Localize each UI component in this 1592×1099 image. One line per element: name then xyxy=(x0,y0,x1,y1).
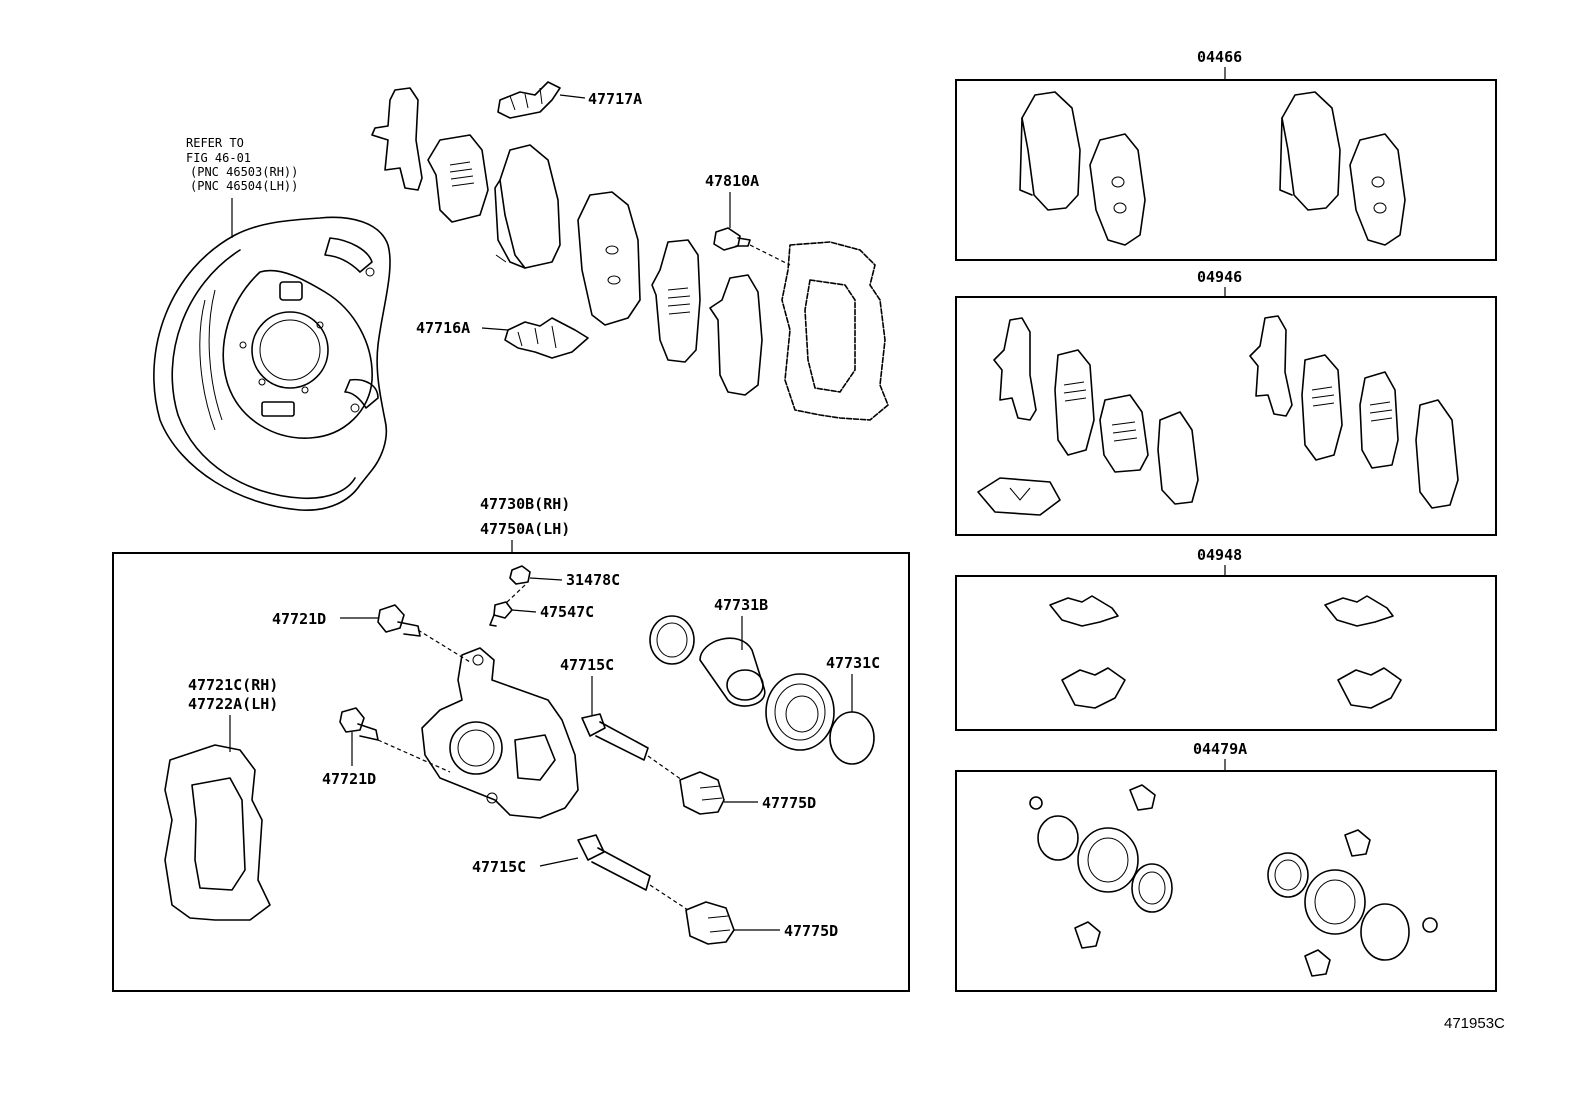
leader-47717A xyxy=(559,94,586,99)
label-47715C-lower: 47715C xyxy=(472,858,526,876)
pad-shim-right xyxy=(651,239,701,363)
figure-code: 471953C xyxy=(1444,1015,1505,1032)
label-47750A: 47750A(LH) xyxy=(480,520,570,538)
refer-note-line4: (PNC 46504(LH)) xyxy=(190,179,298,193)
kit-04466-pads xyxy=(1019,91,1406,246)
label-47715C-upper: 47715C xyxy=(560,656,614,674)
kit-box-04479A xyxy=(955,770,1497,992)
label-47731C: 47731C xyxy=(826,654,880,672)
label-47716A: 47716A xyxy=(416,319,470,337)
cylinder-boot xyxy=(765,673,835,751)
kit-box-04946 xyxy=(955,296,1497,536)
pin-line-lower xyxy=(649,884,689,911)
label-47717A: 47717A xyxy=(588,90,642,108)
kit-box-04948 xyxy=(955,575,1497,731)
caliper-body xyxy=(421,647,579,819)
caliper-bolt-upper xyxy=(377,604,421,637)
bolt-guide-line xyxy=(749,244,791,266)
refer-note-line3: (PNC 46503(RH)) xyxy=(190,165,298,179)
label-47775D-upper: 47775D xyxy=(762,794,816,812)
label-47810A: 47810A xyxy=(705,172,759,190)
kit-code-04479A: 04479A xyxy=(1193,740,1247,758)
set-ring-47731C xyxy=(829,711,875,765)
label-47721D-upper: 47721D xyxy=(272,610,326,628)
label-47731B: 47731B xyxy=(714,596,768,614)
label-47775D-lower: 47775D xyxy=(784,922,838,940)
caliper-piston xyxy=(699,637,766,707)
label-47730B: 47730B(RH) xyxy=(480,495,570,513)
pin-boot-lower xyxy=(685,901,735,945)
bleeder-plug-31478C xyxy=(509,565,531,585)
kit-code-04946: 04946 xyxy=(1197,268,1242,286)
refer-note-line1: REFER TO xyxy=(186,136,244,150)
label-47721D-lower: 47721D xyxy=(322,770,376,788)
brake-pad-inner xyxy=(494,144,561,269)
bracket-bolt-47810A xyxy=(713,227,751,251)
plug-line xyxy=(504,584,526,605)
pin-boot-upper xyxy=(679,771,725,815)
kit-code-04466: 04466 xyxy=(1197,48,1242,66)
caliper-bolt-lower xyxy=(339,707,379,741)
pad-shim-left xyxy=(371,87,423,191)
caliper-support-47721C xyxy=(164,744,271,921)
label-47721C: 47721C(RH) xyxy=(188,676,278,694)
anti-squeal-clip-upper xyxy=(497,81,561,119)
piston-seal-47731B-ring xyxy=(649,615,695,665)
leader-47716A xyxy=(481,327,509,331)
label-47722A: 47722A(LH) xyxy=(188,695,278,713)
pad-shim-outer xyxy=(709,274,763,396)
brake-pad-outer xyxy=(577,191,641,326)
guide-pin-lower xyxy=(577,834,651,891)
label-47547C: 47547C xyxy=(540,603,594,621)
kit-04948-clips xyxy=(1049,595,1402,709)
leader-47547C xyxy=(511,609,537,613)
leader-47715C-lower xyxy=(539,857,579,867)
leader-31478C xyxy=(529,577,563,581)
bleeder-screw-47547C xyxy=(489,601,513,627)
bolt-line-lower xyxy=(377,739,451,773)
bolt-line-upper xyxy=(417,629,471,663)
kit-box-04466 xyxy=(955,79,1497,261)
kit-04479A-seals xyxy=(1029,784,1438,977)
caliper-assembly-box xyxy=(112,552,910,992)
caliper-mounting-bracket xyxy=(781,241,889,421)
guide-pin-upper xyxy=(581,713,649,761)
brake-dust-cover xyxy=(153,216,391,511)
label-31478C: 31478C xyxy=(566,571,620,589)
refer-note-line2: FIG 46-01 xyxy=(186,151,251,165)
kit-code-04948: 04948 xyxy=(1197,546,1242,564)
pin-line-upper xyxy=(647,755,683,781)
pad-shim-plate xyxy=(427,134,489,223)
anti-squeal-clip-lower xyxy=(504,317,589,359)
kit-04946-shims xyxy=(977,315,1459,516)
